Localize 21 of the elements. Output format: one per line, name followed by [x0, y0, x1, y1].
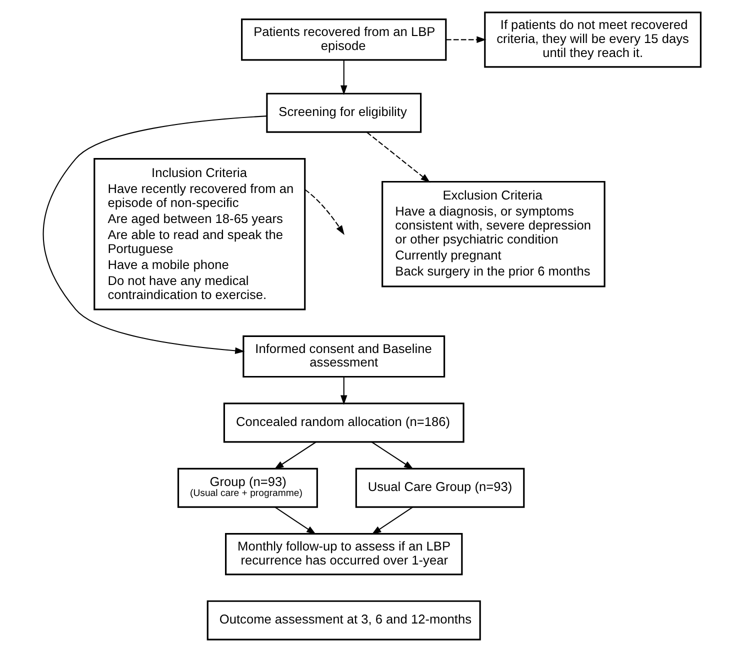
- node-box: Exclusion Criteria Have a diagnosis, or symptoms consistent with, severe depression or other psychiatric condition Currently pregnant Back surgery in the prior 6 months: [382, 180, 606, 288]
- arrow: [274, 442, 316, 470]
- arrow: [340, 60, 348, 95]
- node-box: Concealed random allocation (n=186): [223, 402, 464, 443]
- node-box: If patients do not meet recovered criteria, they will be every 15 days until they reach it.: [484, 12, 702, 68]
- arrow: [304, 189, 344, 235]
- node-box: Outcome assessment at 3, 6 and 12-months: [206, 600, 481, 640]
- node-box: Screening for eligibility: [266, 92, 422, 133]
- arrow: [366, 132, 430, 183]
- arrow: [371, 442, 414, 470]
- arrow: [42, 116, 267, 354]
- node-box: Monthly follow-up to assess if an LBP recurrence has occurred over 1-year: [225, 533, 463, 576]
- node-box: Informed consent and Baseline assessment: [242, 335, 446, 378]
- node-box: Patients recovered from an LBP episode: [241, 18, 447, 61]
- arrow: [274, 506, 316, 535]
- arrow: [340, 376, 348, 405]
- node-box: Group (n=93) (Usual care + programme): [177, 468, 318, 508]
- arrow: [372, 506, 414, 535]
- node-box: Usual Care Group (n=93): [355, 468, 525, 508]
- arrow: [446, 36, 486, 44]
- node-box: Inclusion Criteria Have recently recovered from an episode of non-specific Are aged between 18-65 years Are able to read and speak the Portuguese Have a mobile phone Do not have any medical contraindication to exercise.: [94, 158, 306, 310]
